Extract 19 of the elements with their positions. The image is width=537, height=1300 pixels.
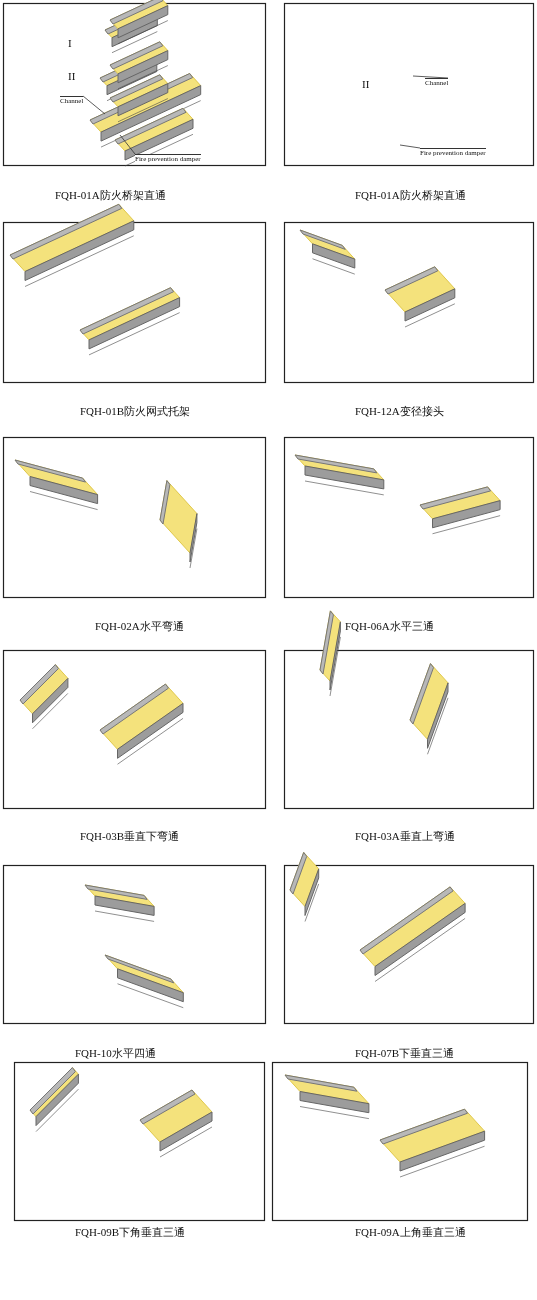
leader-line [119,134,136,155]
figure-caption: FQH-03B垂直下弯通 [80,830,179,842]
part-number: II [68,70,76,82]
figure-caption: FQH-02A水平弯通 [95,620,184,632]
figure-caption: FQH-01A防火桥架直通 [55,189,166,201]
figure-caption: FQH-07B下垂直三通 [355,1047,454,1059]
figure-caption: FQH-03A垂直上弯通 [355,830,455,842]
figure-caption: FQH-09B下角垂直三通 [75,1226,185,1238]
leader-line [82,95,106,115]
figure-caption: FQH-12A变径接头 [355,405,444,417]
leader-line [412,75,449,79]
figure-caption: FQH-09A上角垂直三通 [355,1226,466,1238]
leader-line [399,144,421,149]
part-number: I [68,37,72,49]
part-number: II [362,78,370,90]
figure-caption: FQH-01B防火网式托架 [80,405,190,417]
figure-caption: FQH-06A水平三通 [345,620,434,632]
figure-caption: FQH-01A防火桥架直通 [355,189,466,201]
figure-caption: FQH-10水平四通 [75,1047,156,1059]
